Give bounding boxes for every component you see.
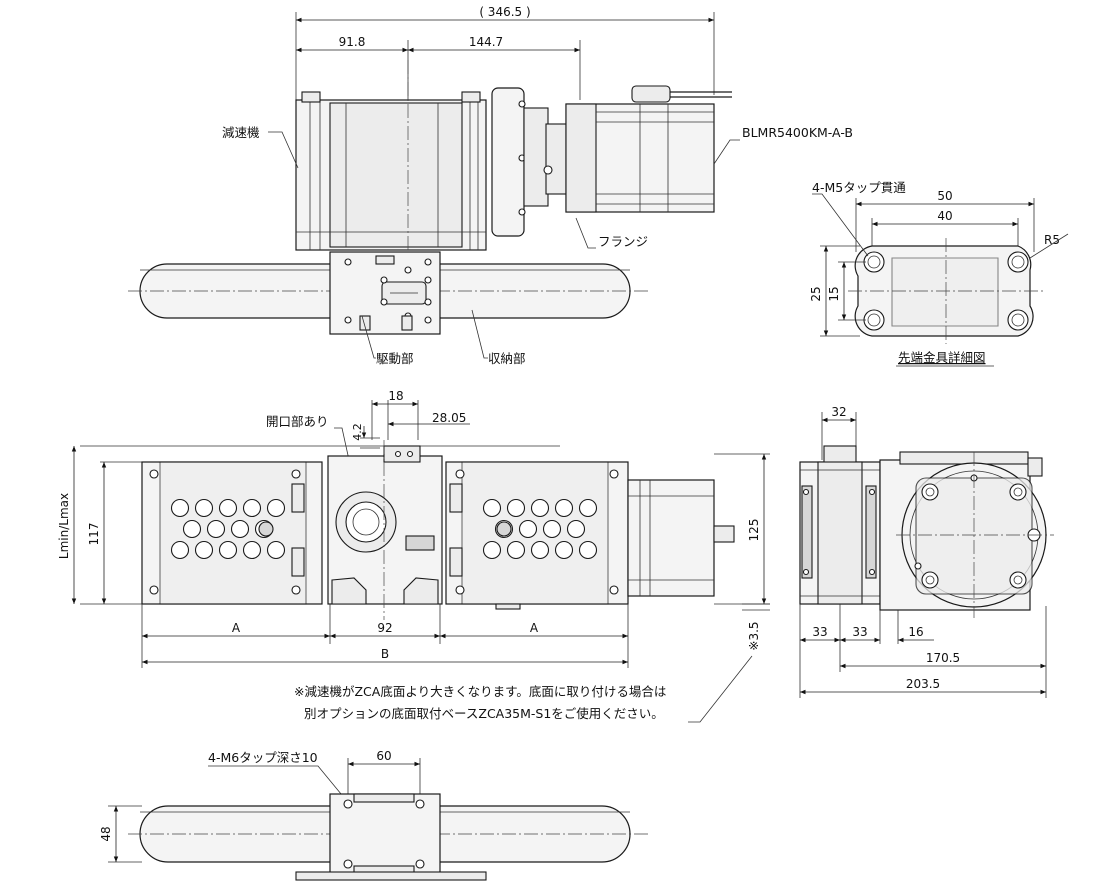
bottom-view: 60 4-M6タップ深さ10 48 — [99, 749, 650, 881]
vent-holes-left — [170, 498, 286, 560]
dim-side-top-width: 32 — [831, 405, 846, 419]
dim-tip-width-outer: 50 — [937, 189, 952, 203]
dim-overall-length: ( 346.5 ) — [479, 5, 530, 19]
dim-stroke-label: Lmin/Lmax — [57, 493, 71, 559]
label-drive-unit: 駆動部 — [376, 351, 414, 366]
dim-reducer-offset: 91.8 — [339, 35, 366, 49]
dim-side-total2: 203.5 — [906, 677, 940, 691]
label-tip-detail: 先端金具詳細図 — [898, 350, 986, 365]
label-tap-tip: 4-M5タップ貫通 — [812, 180, 906, 195]
dim-side-w3: 16 — [908, 625, 923, 639]
dim-tip-radius: R5 — [1044, 233, 1060, 247]
dim-side-a-left: A — [232, 621, 241, 635]
dim-tip-width-inner: 40 — [937, 209, 952, 223]
dim-side-a-right: A — [530, 621, 539, 635]
dim-protrusion: ※3.5 — [747, 621, 761, 650]
dim-overall-b: B — [381, 647, 389, 661]
dim-front-height-left: 117 — [87, 523, 101, 546]
dim-center-width: 92 — [377, 621, 392, 635]
label-opening: 開口部あり — [266, 414, 329, 429]
label-motor-model: BLMR5400KM-A-B — [742, 125, 853, 140]
dim-side-w1: 33 — [812, 625, 827, 639]
dim-bottom-tap-pitch: 60 — [376, 749, 391, 763]
side-view: 32 33 — [799, 405, 1054, 698]
vent-holes-right — [482, 498, 598, 560]
motor-end — [627, 479, 715, 597]
note-line-1: ※減速機がZCA底面より大きくなります。底面に取り付ける場合は — [294, 684, 666, 699]
dim-side-w2: 33 — [852, 625, 867, 639]
dim-motor-offset: 144.7 — [469, 35, 503, 49]
dim-tip-height-inner: 15 — [827, 286, 841, 301]
dim-bottom-height: 48 — [99, 826, 113, 841]
front-view: 18 28.05 4.2 開口部あり Lmin/Lmax 117 — [57, 389, 770, 723]
dim-opening-depth: 4.2 — [351, 423, 364, 441]
tip-detail-view: 50 40 25 15 4-M5タップ貫通 R5 先端金具詳細図 — [809, 180, 1069, 367]
label-reducer: 減速機 — [222, 125, 260, 140]
dim-opening-width: 18 — [388, 389, 403, 403]
label-flange: フランジ — [598, 234, 648, 249]
dim-front-height-right: 125 — [747, 519, 761, 542]
dim-side-total1: 170.5 — [926, 651, 960, 665]
label-tap-bottom: 4-M6タップ深さ10 — [208, 750, 318, 765]
top-view: ( 346.5 ) 91.8 144.7 — [128, 5, 853, 366]
dim-tip-height-outer: 25 — [809, 286, 823, 301]
note-line-2: 別オプションの底面取付ベースZCA35M-S1をご使用ください。 — [304, 706, 664, 721]
label-storage-unit: 収納部 — [488, 351, 526, 366]
dim-opening-offset: 28.05 — [432, 411, 466, 425]
